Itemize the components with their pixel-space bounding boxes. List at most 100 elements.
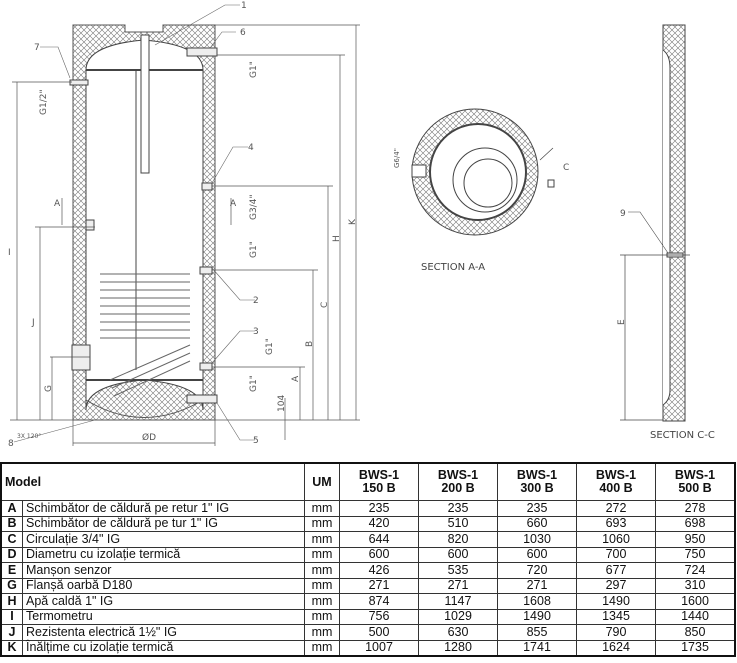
row-value: 1030 [497, 531, 577, 548]
row-value: 235 [497, 500, 577, 517]
dim-b: B [305, 341, 315, 347]
row-description: Schimbător de căldură pe tur 1" IG [22, 515, 305, 532]
technical-drawing: 1 2 3 4 5 6 7 8 9 3X 120° A A ØD I J G A… [8, 1, 715, 449]
dim-c: C [320, 302, 330, 308]
row-value: 1624 [576, 639, 656, 657]
row-value: 700 [576, 546, 656, 563]
row-letter: I [0, 608, 23, 625]
model-header-line: BWS-1 [358, 468, 400, 482]
model-header-line: BWS-1 [595, 468, 637, 482]
row-value: 600 [497, 546, 577, 563]
row-description: Rezistenta electrică 1½" IG [22, 624, 305, 641]
row-value: 510 [418, 515, 498, 532]
row-letter: J [0, 624, 23, 641]
callout-3: 3 [253, 327, 259, 337]
callout-8: 8 [8, 439, 14, 449]
model-header-line: BWS-1 [437, 468, 479, 482]
callout-6: 6 [240, 28, 246, 38]
row-description: Schimbător de căldură pe retur 1" IG [22, 500, 305, 517]
row-description: Apă caldă 1" IG [22, 593, 305, 610]
section-a-cut-label: C [563, 163, 569, 173]
section-c-c-title: SECTION C-C [650, 430, 715, 441]
dim-g1-mid: G1" [249, 241, 259, 258]
dim-g64: G6/4" [393, 148, 401, 168]
row-unit: mm [304, 562, 340, 579]
row-unit: mm [304, 515, 340, 532]
row-unit: mm [304, 531, 340, 548]
row-letter: B [0, 515, 23, 532]
row-value: 600 [339, 546, 419, 563]
row-value: 693 [576, 515, 656, 532]
row-value: 677 [576, 562, 656, 579]
dim-g1-bottom: G1" [249, 375, 259, 392]
row-value: 724 [655, 562, 736, 579]
row-value: 820 [418, 531, 498, 548]
row-letter: K [0, 639, 23, 657]
row-value: 278 [655, 500, 736, 517]
row-value: 1600 [655, 593, 736, 610]
row-value: 310 [655, 577, 736, 594]
callout-4: 4 [248, 143, 254, 153]
row-value: 1007 [339, 639, 419, 657]
row-value: 1060 [576, 531, 656, 548]
model-header-line: BWS-1 [516, 468, 558, 482]
dim-a: A [291, 375, 301, 382]
row-value: 235 [418, 500, 498, 517]
row-value: 1440 [655, 608, 736, 625]
row-letter: H [0, 593, 23, 610]
row-unit: mm [304, 608, 340, 625]
row-value: 1029 [418, 608, 498, 625]
callout-5: 5 [253, 436, 259, 446]
row-value: 720 [497, 562, 577, 579]
row-value: 426 [339, 562, 419, 579]
dim-104: 104 [277, 395, 287, 412]
row-value: 1147 [418, 593, 498, 610]
row-description: Circulație 3/4" IG [22, 531, 305, 548]
row-value: 790 [576, 624, 656, 641]
row-description: Termometru [22, 608, 305, 625]
callout-9: 9 [620, 209, 626, 219]
model-header-line: 200 B [441, 481, 475, 495]
model-header-line: 500 B [678, 481, 712, 495]
row-unit: mm [304, 577, 340, 594]
row-value: 644 [339, 531, 419, 548]
dim-g12: G1/2" [39, 89, 49, 115]
dim-g1-low: G1" [265, 338, 275, 355]
row-value: 1490 [497, 608, 577, 625]
row-letter: D [0, 546, 23, 563]
row-unit: mm [304, 593, 340, 610]
callout-leaders [13, 4, 255, 443]
row-value: 271 [339, 577, 419, 594]
dim-a-left: A [54, 199, 61, 209]
row-value: 600 [418, 546, 498, 563]
callout-labels: 1 2 3 4 5 6 7 8 9 3X 120° [8, 1, 626, 449]
dim-k: K [348, 218, 358, 225]
row-value: 1490 [576, 593, 656, 610]
model-header-line: 400 B [599, 481, 633, 495]
row-value: 1345 [576, 608, 656, 625]
callout-2: 2 [253, 296, 259, 306]
row-value: 660 [497, 515, 577, 532]
row-description: Înălțime cu izolație termică [22, 639, 305, 657]
row-unit: mm [304, 500, 340, 517]
row-letter: C [0, 531, 23, 548]
row-value: 1741 [497, 639, 577, 657]
row-value: 500 [339, 624, 419, 641]
dim-i: I [8, 248, 11, 258]
model-header: Model [0, 462, 305, 501]
row-value: 1735 [655, 639, 736, 657]
feet-angle-label: 3X 120° [17, 433, 41, 440]
section-a-a-title: SECTION A-A [421, 262, 485, 273]
dim-g1-top: G1" [249, 61, 259, 78]
row-value: 850 [655, 624, 736, 641]
section-c-c: E SECTION C-C [617, 24, 715, 441]
row-value: 855 [497, 624, 577, 641]
